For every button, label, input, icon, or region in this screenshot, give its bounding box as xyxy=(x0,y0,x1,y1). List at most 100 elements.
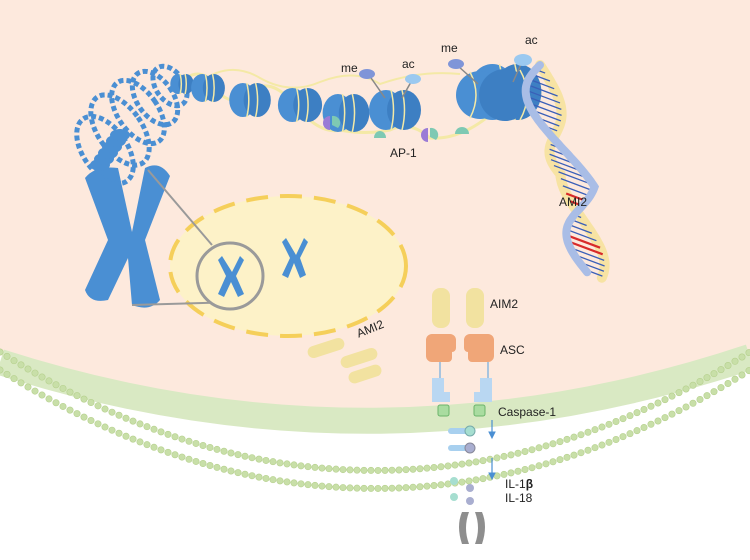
lipid-head xyxy=(381,466,389,474)
dna-rung xyxy=(525,89,561,104)
lipid-head xyxy=(395,484,403,492)
lipid-head xyxy=(52,399,60,407)
lipid-head xyxy=(66,388,74,396)
chromosome-small-zoom xyxy=(218,256,244,297)
lipid-head xyxy=(59,402,67,410)
lipid-head xyxy=(423,482,431,490)
lipid-head xyxy=(150,443,158,451)
lipid-head xyxy=(73,392,81,400)
lipid-head xyxy=(647,420,655,428)
nucleosome xyxy=(322,93,370,133)
label-il18: IL-18 xyxy=(505,491,533,505)
caspase-right xyxy=(474,378,492,402)
lipid-head xyxy=(528,446,536,454)
lipid-head xyxy=(731,375,739,383)
lipid-head xyxy=(80,395,88,403)
dna-mutation-rung xyxy=(567,240,604,256)
lipid-head xyxy=(731,357,739,365)
lipid-head xyxy=(367,484,375,492)
aim2-right xyxy=(466,288,484,328)
lipid-head xyxy=(101,405,109,413)
lipid-head xyxy=(549,458,557,466)
lipid-head xyxy=(94,402,102,410)
lipid-head xyxy=(416,483,424,491)
lipid-head xyxy=(717,384,725,392)
label-aim2: AIM2 xyxy=(490,297,518,311)
histone-marks xyxy=(359,54,532,99)
aim2-inflammasome xyxy=(426,288,494,417)
lipid-head xyxy=(598,441,606,449)
lipid-head xyxy=(626,430,634,438)
lipid-head xyxy=(206,444,214,452)
lipid-head xyxy=(570,451,578,459)
lipid-head xyxy=(374,466,382,474)
lipid-head xyxy=(500,470,508,478)
lipid-head xyxy=(213,463,221,471)
lipid-head xyxy=(87,417,95,425)
lipid-head xyxy=(255,455,263,463)
lipid-head xyxy=(171,433,179,441)
lipid-head xyxy=(136,420,144,428)
aim2-left xyxy=(432,288,450,328)
cytokines xyxy=(450,477,474,505)
dna-rung xyxy=(567,223,593,234)
label-ami2-dna: AMI2 xyxy=(559,195,587,209)
lipid-head xyxy=(577,431,585,439)
lipid-head xyxy=(724,379,732,387)
lipid-head xyxy=(395,466,403,474)
lipid-head xyxy=(136,438,144,446)
membrane-pore xyxy=(459,512,485,544)
lipid-head xyxy=(45,377,53,385)
lipid-head xyxy=(696,377,704,385)
chromatin-loop xyxy=(129,68,181,128)
lipid-head xyxy=(3,352,11,360)
lipid-head xyxy=(220,447,228,455)
nucleosomes xyxy=(170,63,542,133)
lipid-head xyxy=(612,418,620,426)
lipid-head xyxy=(17,379,25,387)
caspase-left xyxy=(432,378,450,402)
lipid-head xyxy=(24,383,32,391)
lipid-head xyxy=(682,403,690,411)
lipid-head xyxy=(437,481,445,489)
lipid-head xyxy=(38,373,46,381)
lipid-head xyxy=(339,466,347,474)
lipid-head xyxy=(738,353,746,361)
lipid-head xyxy=(87,399,95,407)
lipid-head xyxy=(185,455,193,463)
lipid-head xyxy=(465,477,473,485)
lipid-head xyxy=(318,464,326,472)
lipid-head xyxy=(115,411,123,419)
caspase-box-left xyxy=(437,404,450,417)
lipid-head xyxy=(52,381,60,389)
nucleosome xyxy=(191,73,225,103)
label-il1b: IL-1β xyxy=(505,477,533,491)
lipid-head xyxy=(276,477,284,485)
lipid-head xyxy=(122,432,130,440)
lipid-head xyxy=(66,406,74,414)
lipid-head xyxy=(157,428,165,436)
lipid-head xyxy=(577,449,585,457)
lipid-head xyxy=(108,408,116,416)
chromatin-loop xyxy=(88,92,152,168)
lipid-head xyxy=(556,456,564,464)
lipid-head xyxy=(325,465,333,473)
lipid-head xyxy=(248,472,256,480)
lipid-head xyxy=(234,451,242,459)
lipid-head xyxy=(213,445,221,453)
lipid-head xyxy=(10,375,18,383)
lipid-head xyxy=(241,452,249,460)
lipid-head xyxy=(612,436,620,444)
lipid-head xyxy=(276,459,284,467)
lipid-head xyxy=(584,446,592,454)
lipid-head xyxy=(24,365,32,373)
lipid-head xyxy=(430,482,438,490)
lipid-head xyxy=(507,451,515,459)
lipid-head xyxy=(381,484,389,492)
lipid-head xyxy=(10,357,18,365)
lipid-head xyxy=(388,484,396,492)
dna-rung xyxy=(562,185,591,197)
lipid-head xyxy=(80,413,88,421)
dna-strand xyxy=(535,60,610,283)
